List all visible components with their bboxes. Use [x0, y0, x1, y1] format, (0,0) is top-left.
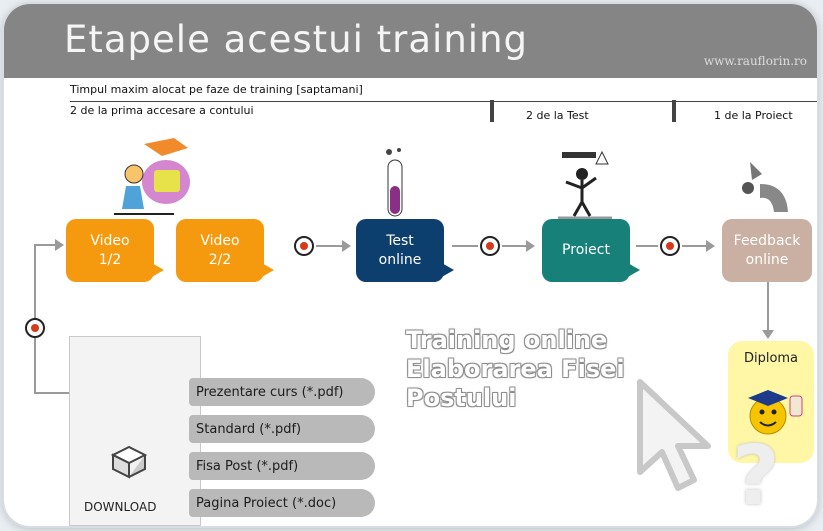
- step-video-1[interactable]: Video 1/2: [66, 219, 154, 282]
- graduate-smiley-icon: [748, 390, 803, 435]
- arrow-head-1: [342, 240, 351, 252]
- arrow-head-2: [526, 240, 535, 252]
- step-proiect-label: Proiect: [562, 242, 610, 258]
- step-feedback-online[interactable]: Feedback online: [722, 219, 812, 282]
- file-fisa-post[interactable]: Fisa Post (*.pdf): [189, 452, 375, 480]
- step-test-online[interactable]: Test online: [356, 219, 444, 282]
- timeline-label: Timpul maxim alocat pe faze de training …: [70, 83, 363, 96]
- watermark-line-2: Elaborarea Fisei: [406, 355, 625, 383]
- question-mark-icon: ?: [732, 429, 780, 524]
- next-button-1[interactable]: [294, 236, 314, 256]
- loop-connector-top: [34, 244, 56, 246]
- step-video-1-pointer: [150, 262, 164, 278]
- step-proiect[interactable]: Proiect: [542, 219, 630, 282]
- project-worker-icon: [558, 150, 612, 220]
- feedback-megaphone-icon: [742, 162, 788, 212]
- header-bar: Etapele acestui training www.rauflorin.r…: [4, 4, 817, 78]
- arrow-line-3b: [682, 245, 708, 247]
- file-prezentare-curs[interactable]: Prezentare curs (*.pdf): [189, 378, 375, 406]
- timeline-tick-1: [490, 100, 494, 122]
- loop-arrow-head: [55, 239, 64, 251]
- arrow-head-3: [706, 240, 715, 252]
- phase-label-2: 2 de la Test: [526, 109, 589, 122]
- loop-connector-bottom: [34, 392, 70, 394]
- step-feedback-label: Feedback online: [733, 232, 801, 268]
- slide-frame: Etapele acestui training www.rauflorin.r…: [4, 4, 817, 526]
- timeline-tick-2: [672, 100, 676, 122]
- timeline-line: [70, 101, 817, 102]
- course-watermark: Training online Elaborarea Fisei Postulu…: [406, 326, 625, 413]
- step-video-2-label: Video 2/2: [200, 232, 240, 268]
- arrow-line-1: [316, 245, 344, 247]
- arrow-head-down: [762, 330, 774, 339]
- next-button-3[interactable]: [660, 236, 680, 256]
- step-test-pointer: [440, 262, 454, 278]
- arrow-line-2a: [452, 245, 478, 247]
- arrow-line-down: [767, 282, 769, 332]
- download-box-icon[interactable]: [107, 441, 151, 479]
- step-test-label: Test online: [378, 232, 422, 268]
- cursor-watermark-icon: [637, 379, 711, 491]
- step-video-1-label: Video 1/2: [90, 232, 130, 268]
- step-video-2[interactable]: Video 2/2: [176, 219, 264, 282]
- site-url[interactable]: www.rauflorin.ro: [703, 54, 807, 68]
- watermark-line-1: Training online: [406, 326, 608, 354]
- next-button-2[interactable]: [480, 236, 500, 256]
- arrow-line-2b: [502, 245, 528, 247]
- step-proiect-pointer: [626, 262, 640, 278]
- test-tube-icon: [386, 148, 403, 217]
- file-pagina-proiect[interactable]: Pagina Proiect (*.doc): [189, 489, 375, 517]
- download-label[interactable]: DOWNLOAD: [84, 500, 157, 514]
- diploma-label: Diploma: [743, 351, 799, 366]
- watermark-line-3: Postului: [406, 384, 517, 412]
- phase-label-1: 2 de la prima accesare a contului: [70, 104, 254, 117]
- download-panel: [69, 336, 201, 526]
- phase-label-3: 1 de la Proiect: [714, 109, 793, 122]
- up-arrow-button[interactable]: [25, 318, 45, 338]
- file-standard[interactable]: Standard (*.pdf): [189, 415, 375, 443]
- step-video-2-pointer: [260, 262, 274, 278]
- page-title: Etapele acestui training: [64, 18, 529, 61]
- learner-illustration-icon: [114, 138, 190, 215]
- arrow-line-3a: [636, 245, 658, 247]
